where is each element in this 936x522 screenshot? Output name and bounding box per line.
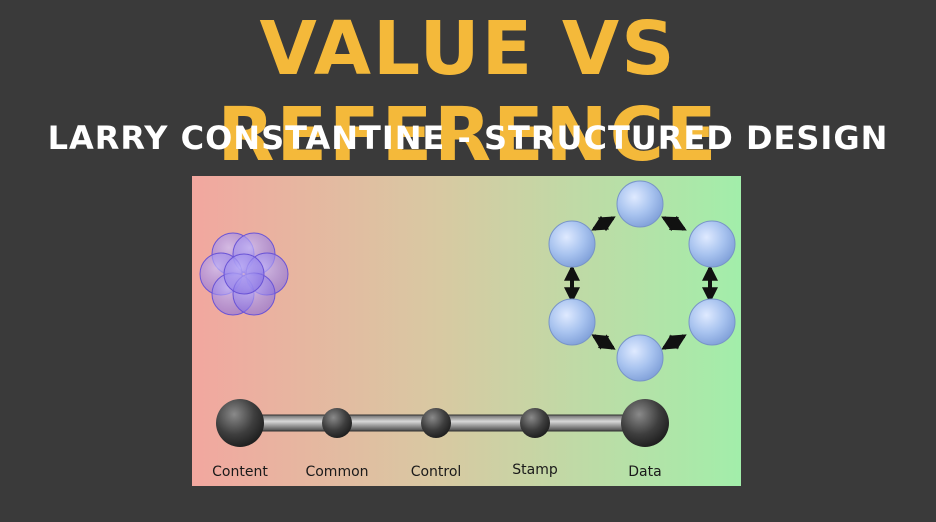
scale-label-data: Data bbox=[628, 464, 661, 480]
coupling-scale bbox=[216, 399, 669, 447]
scale-node-data bbox=[621, 399, 669, 447]
slide-subtitle: LARRY CONSTANTINE - STRUCTURED DESIGN bbox=[47, 119, 889, 157]
coupling-diagram-svg: Content Common Control Stamp Data bbox=[192, 176, 741, 486]
scale-label-stamp: Stamp bbox=[512, 462, 558, 478]
scale-node-stamp bbox=[520, 408, 550, 438]
scale-label-control: Control bbox=[411, 464, 462, 480]
tightly-coupled-modules-icon bbox=[199, 232, 289, 316]
scale-label-common: Common bbox=[305, 464, 368, 480]
scale-node-control bbox=[421, 408, 451, 438]
loosely-coupled-modules-icon bbox=[548, 180, 736, 382]
coupling-diagram: Content Common Control Stamp Data bbox=[192, 176, 741, 486]
slide-title: VALUE VS REFERENCE bbox=[217, 6, 719, 178]
scale-label-content: Content bbox=[212, 464, 268, 480]
scale-node-common bbox=[322, 408, 352, 438]
scale-node-content bbox=[216, 399, 264, 447]
